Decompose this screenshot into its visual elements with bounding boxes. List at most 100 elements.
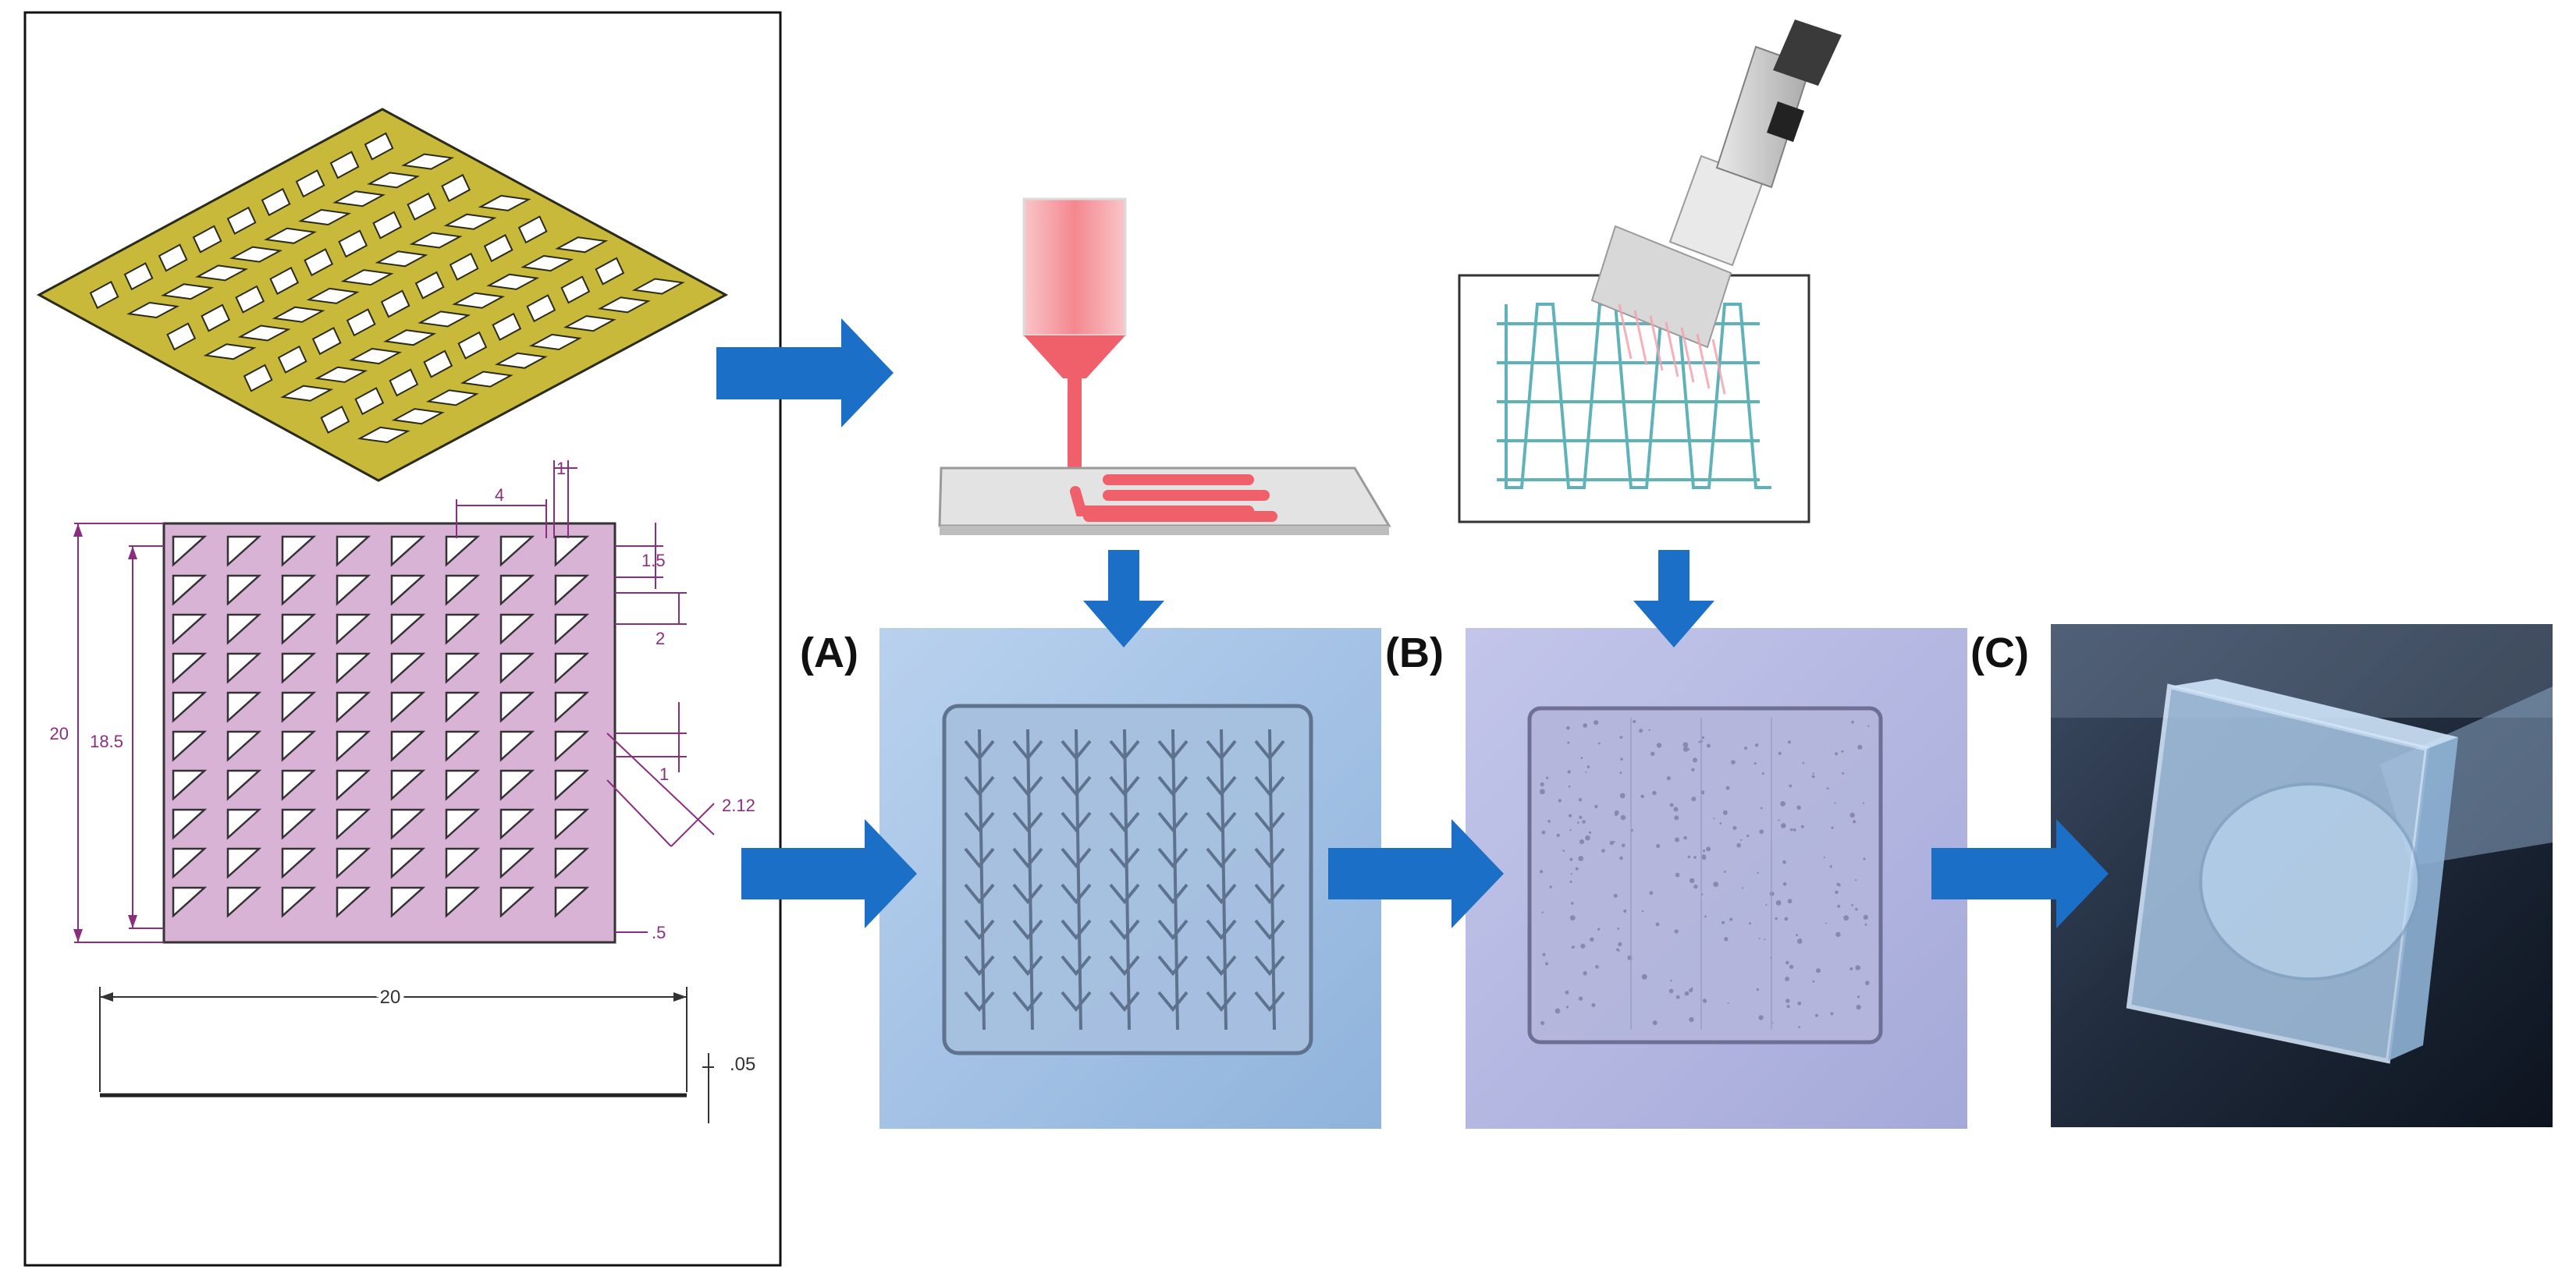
cell-speck <box>1578 797 1583 802</box>
scaffold-chevron <box>1157 883 1189 905</box>
cell-speck <box>1701 736 1705 740</box>
cell-speck <box>1618 942 1622 946</box>
cell-speck <box>1855 907 1858 911</box>
scaffold-chevron <box>1254 847 1285 869</box>
cell-speck <box>1702 856 1707 860</box>
cell-speck <box>1812 772 1814 775</box>
scaffold-chevron <box>964 883 995 905</box>
mesh-hole <box>389 368 419 397</box>
blueprint-hole <box>499 886 535 918</box>
cell-speck <box>1727 1002 1729 1004</box>
blueprint-hole <box>172 535 208 567</box>
cell-speck <box>1830 1012 1834 1016</box>
blueprint-hole <box>336 574 371 606</box>
cell-speck <box>1841 750 1844 753</box>
cell-speck <box>1568 785 1571 788</box>
mesh-hole <box>478 194 531 211</box>
dim-2: 2 <box>656 629 665 648</box>
cell-speck <box>1835 931 1841 938</box>
cell-speck <box>1698 740 1701 743</box>
scaffold-strand <box>1171 729 1179 1030</box>
extrusion-bioprinter-illustration <box>938 197 1391 535</box>
mesh-hole <box>261 187 291 217</box>
scaffold-chevron <box>964 919 995 941</box>
scaffold-chevron <box>1061 775 1092 797</box>
cell-speck <box>1736 842 1742 848</box>
cell-speck <box>1682 742 1689 748</box>
cell-speck <box>1691 796 1697 802</box>
cell-speck <box>1731 760 1736 764</box>
cell-speck <box>1713 881 1719 887</box>
scaffold-strand <box>1268 729 1276 1030</box>
blueprint-hole <box>445 847 481 879</box>
scaffold-chevron <box>964 847 995 869</box>
blueprint-hole <box>499 574 535 606</box>
cell-speck <box>1787 899 1793 904</box>
cell-speck <box>1569 857 1573 861</box>
cell-speck <box>1578 996 1583 1001</box>
blueprint-hole <box>226 652 262 684</box>
mesh-hole <box>332 190 386 208</box>
cell-speck <box>1682 746 1689 752</box>
mesh-hole <box>304 248 334 277</box>
mesh-hole <box>375 250 428 268</box>
cell-speck <box>1586 765 1590 768</box>
scaffold-chevron <box>964 775 995 797</box>
cell-speck <box>1864 923 1867 926</box>
dim-top-1: 1 <box>556 459 566 478</box>
cell-speck <box>1857 744 1863 750</box>
cell-speck <box>1580 757 1583 759</box>
blueprint-hole <box>281 769 317 801</box>
blueprint-hole <box>390 613 426 645</box>
scaffold-chevron <box>964 740 995 761</box>
scaffold-chevron <box>1157 919 1189 941</box>
blueprint-hole <box>390 847 426 879</box>
cell-speck <box>1721 921 1725 924</box>
scaffold-chevron <box>1109 775 1140 797</box>
scaffold-chevron <box>1109 919 1140 941</box>
scaffold-chevron <box>1157 991 1189 1013</box>
cell-speck <box>1622 843 1626 848</box>
cell-speck <box>1823 857 1825 859</box>
mesh-hole <box>158 243 188 272</box>
cell-speck <box>1719 822 1722 825</box>
blueprint-hole <box>172 652 208 684</box>
blueprint-hole <box>554 574 590 606</box>
mesh-hole <box>364 132 394 161</box>
cell-speck <box>1620 757 1623 761</box>
scaffold-chevron <box>1109 847 1140 869</box>
cell-speck <box>1670 980 1672 982</box>
scaffold-chevron <box>1012 740 1043 761</box>
cell-speck <box>1544 962 1549 966</box>
mesh-hole <box>526 294 556 323</box>
cell-speck <box>1785 977 1790 981</box>
cell-speck <box>1789 784 1793 788</box>
blueprint-hole <box>281 652 317 684</box>
cell-speck <box>1796 805 1801 810</box>
cell-speck <box>1835 890 1839 895</box>
cell-speck <box>1578 856 1584 861</box>
panel-label-a: (A) <box>800 630 858 676</box>
mesh-hole <box>483 234 513 263</box>
cell-speck <box>1785 999 1790 1003</box>
cell-speck <box>1729 917 1733 921</box>
cell-speck <box>1648 729 1650 732</box>
mesh-hole <box>243 364 273 392</box>
cell-speck <box>1617 928 1620 930</box>
cell-speck <box>1583 723 1588 728</box>
mesh-hole <box>425 389 479 406</box>
blueprint-hole <box>281 730 317 762</box>
mesh-hole <box>229 246 283 263</box>
mesh-hole <box>595 257 625 286</box>
cell-speck <box>1765 903 1768 906</box>
cell-speck <box>1811 775 1815 779</box>
cell-speck <box>1780 801 1786 807</box>
cell-speck <box>1867 725 1870 727</box>
photo-a-printed-scaffold <box>879 628 1381 1129</box>
blueprint-hole <box>390 886 426 918</box>
dim-height-20: 20 <box>50 724 69 743</box>
scaffold-chevron <box>1157 775 1189 797</box>
dim-thickness-05: .05 <box>730 1054 755 1075</box>
cell-speck <box>1640 794 1644 799</box>
cell-speck <box>1623 909 1627 913</box>
